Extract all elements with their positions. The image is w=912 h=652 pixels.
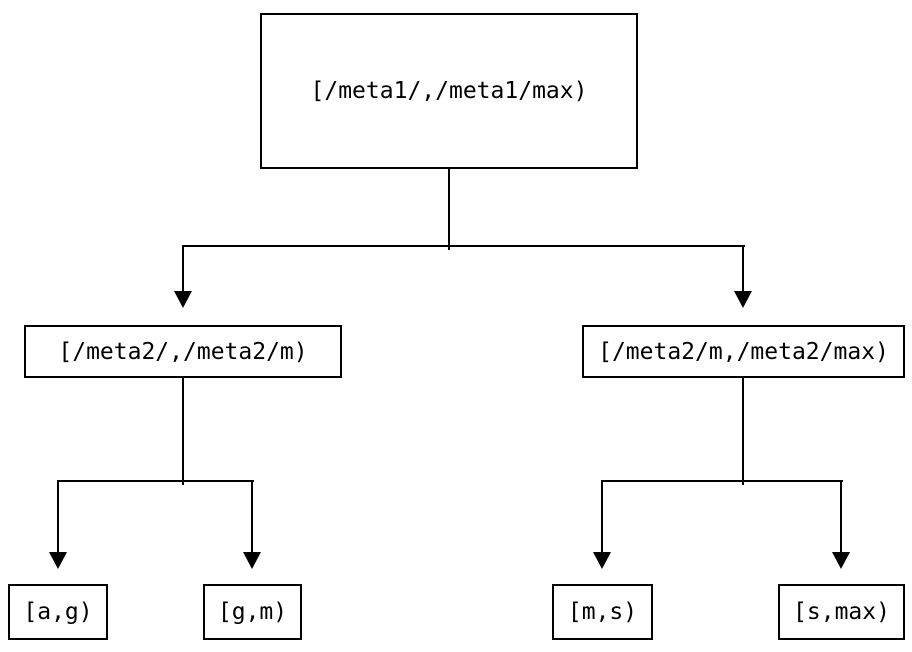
arrowhead-down-ms-icon — [593, 552, 611, 569]
edge-right-drop-ms — [601, 480, 603, 552]
tree-leaf-ag-label: [a,g) — [23, 599, 93, 625]
tree-leaf-ms: [m,s) — [552, 584, 653, 640]
edge-left-rail — [57, 480, 254, 482]
arrowhead-down-left-icon — [174, 291, 192, 308]
arrowhead-down-gm-icon — [243, 552, 261, 569]
edge-right-stem — [742, 378, 744, 485]
tree-leaf-smax: [s,max) — [778, 584, 905, 640]
edge-right-drop-smax — [840, 480, 842, 552]
tree-node-meta2-lower: [/meta2/,/meta2/m) — [24, 325, 342, 378]
edge-root-right-drop — [742, 245, 744, 292]
tree-node-meta2-lower-label: [/meta2/,/meta2/m) — [58, 338, 308, 365]
tree-leaf-gm-label: [g,m) — [217, 599, 288, 625]
tree-node-root: [/meta1/,/meta1/max) — [260, 13, 638, 169]
arrowhead-down-right-icon — [734, 291, 752, 308]
tree-node-meta2-upper: [/meta2/m,/meta2/max) — [582, 325, 905, 378]
tree-leaf-ms-label: [m,s) — [567, 599, 638, 625]
edge-root-stem — [448, 169, 450, 250]
edge-left-drop-gm — [251, 480, 253, 552]
tree-leaf-ag: [a,g) — [8, 584, 108, 640]
edge-root-rail — [182, 245, 745, 247]
tree-node-root-label: [/meta1/,/meta1/max) — [310, 78, 588, 104]
arrowhead-down-ag-icon — [49, 552, 67, 569]
edge-right-rail — [601, 480, 843, 482]
tree-node-meta2-upper-label: [/meta2/m,/meta2/max) — [598, 338, 889, 365]
tree-leaf-gm: [g,m) — [203, 584, 302, 640]
arrowhead-down-smax-icon — [832, 552, 850, 569]
edge-left-drop-ag — [57, 480, 59, 552]
tree-leaf-smax-label: [s,max) — [793, 599, 890, 625]
edge-left-stem — [182, 378, 184, 485]
edge-root-left-drop — [182, 245, 184, 292]
